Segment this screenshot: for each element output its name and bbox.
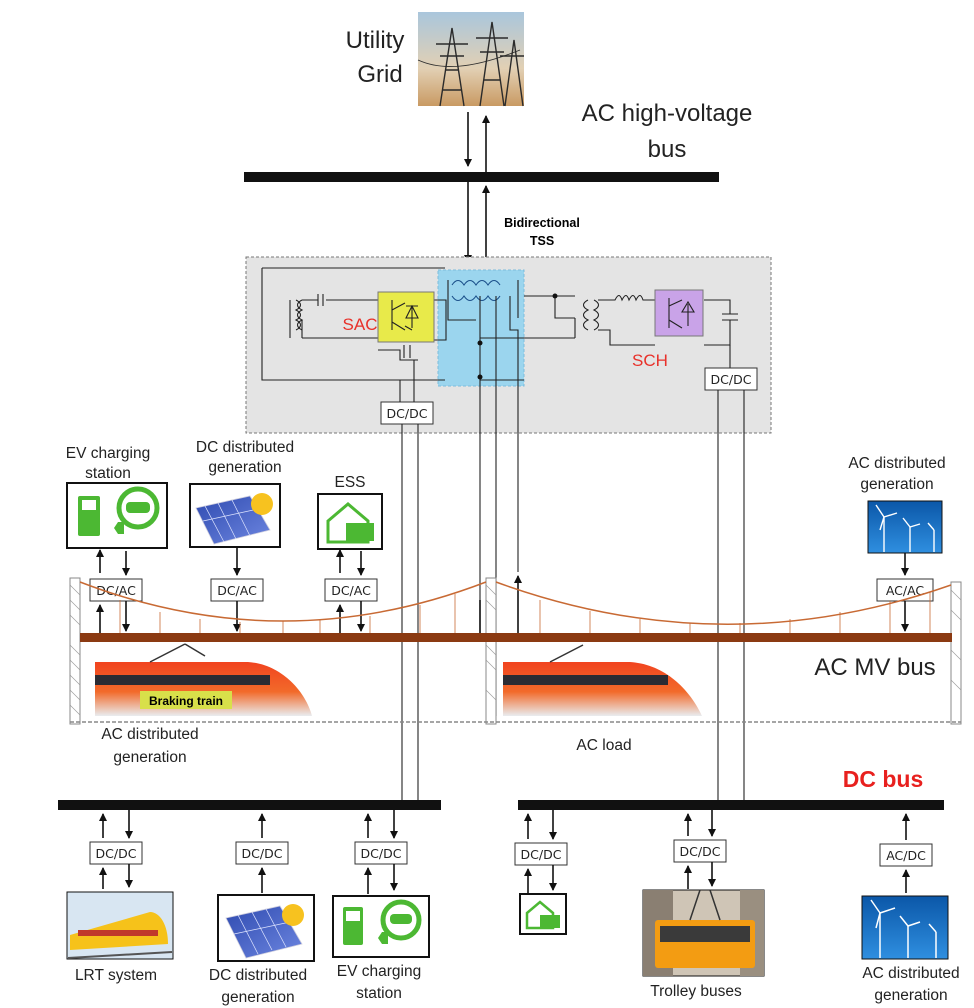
- wind-turbine-icon: [867, 500, 943, 554]
- trolley-label: Trolley buses: [650, 983, 742, 1000]
- ac-hv-bus-label-2: bus: [648, 136, 687, 163]
- ac-gen-mid-label-1: AC distributed: [101, 726, 198, 743]
- ess-battery-icon: [317, 493, 383, 550]
- sch-converter-block: [654, 289, 704, 337]
- load-train-image: [503, 644, 702, 716]
- wind-turbine-icon: [861, 895, 949, 960]
- utility-grid-label-1: Utility: [346, 27, 405, 54]
- tss-dcdc-right: [704, 367, 758, 391]
- bridge-structure: [69, 577, 962, 725]
- bottom-dcdc-trolley: [673, 839, 727, 863]
- ev-station-top-label-1: EV charging: [66, 445, 150, 462]
- ac-gen-bottom-label-1: AC distributed: [862, 965, 959, 982]
- top-dcac-ev-label: DC/AC: [96, 583, 136, 598]
- sch-switch-symbol: [668, 298, 695, 329]
- bottom-row-arrows: [99, 810, 910, 894]
- lrt-label: LRT system: [75, 967, 157, 984]
- braking-train-label: Braking train: [149, 694, 223, 708]
- ac-gen-top-label-2: generation: [860, 476, 933, 493]
- tss-dcdc-left: [380, 401, 434, 425]
- ess-top-label: ESS: [334, 474, 365, 491]
- bottom-dcdc-ev-label: DC/DC: [361, 846, 402, 861]
- bottom-dcdc-ess-label: DC/DC: [521, 847, 562, 862]
- tss-label-1: Bidirectional: [504, 216, 580, 230]
- top-dcac-solar-label: DC/AC: [217, 583, 257, 598]
- ac-gen-bottom-label-2: generation: [874, 987, 947, 1004]
- dc-bus-label: DC bus: [843, 766, 924, 792]
- top-dcac-ev: [89, 578, 143, 602]
- ev-station-bottom-label-2: station: [356, 985, 402, 1002]
- utility-grid-label-2: Grid: [357, 61, 402, 88]
- tss-label-2: TSS: [530, 234, 554, 248]
- top-acac-wind-label: AC/AC: [886, 583, 925, 598]
- ac-gen-top-label-1: AC distributed: [848, 455, 945, 472]
- dc-bus-left: [58, 800, 441, 810]
- bottom-dcdc-solar-label: DC/DC: [242, 846, 283, 861]
- utility-grid-image: [417, 12, 524, 107]
- solar-panel-icon: [189, 483, 281, 548]
- sac-label: SAC: [343, 315, 378, 334]
- bottom-dcdc-lrt-label: DC/DC: [96, 846, 137, 861]
- dc-gen-bottom-label-1: DC distributed: [209, 967, 307, 984]
- ev-station-bottom-label-1: EV charging: [337, 963, 421, 980]
- tss-circuit: [261, 267, 738, 381]
- braking-train-tag: [140, 691, 232, 709]
- trolley-bus-photo: [642, 889, 765, 977]
- top-row-arrows: [96, 547, 909, 635]
- ev-station-top-label-2: station: [85, 465, 131, 482]
- ev-charging-icon: [66, 482, 168, 549]
- bottom-acdc-wind: [879, 843, 933, 867]
- ac-hv-bus-label-1: AC high-voltage: [582, 100, 753, 127]
- solar-panel-icon: [217, 894, 315, 962]
- tss-dcdc-left-label: DC/DC: [387, 406, 428, 421]
- bottom-dcdc-ess: [514, 842, 568, 866]
- top-dcac-ess: [324, 578, 378, 602]
- dc-gen-top-label-2: generation: [208, 459, 281, 476]
- tss-transformer-highlight: [437, 269, 525, 387]
- ess-battery-icon: [519, 893, 567, 935]
- bottom-dcdc-solar: [235, 841, 289, 865]
- dc-gen-top-label-1: DC distributed: [196, 439, 294, 456]
- top-dcac-ess-label: DC/AC: [331, 583, 371, 598]
- ev-charging-icon: [332, 895, 430, 958]
- bottom-dcdc-ev: [354, 841, 408, 865]
- bottom-acdc-wind-label: AC/DC: [886, 848, 926, 863]
- bottom-dcdc-trolley-label: DC/DC: [680, 844, 721, 859]
- dc-gen-bottom-label-2: generation: [221, 989, 294, 1006]
- lrt-tram-photo: [66, 891, 174, 960]
- ac-hv-bus: [244, 172, 719, 182]
- sch-label: SCH: [632, 351, 668, 370]
- bottom-dcdc-lrt: [89, 841, 143, 865]
- ac-gen-mid-label-2: generation: [113, 749, 186, 766]
- tss-dcdc-right-label: DC/DC: [711, 372, 752, 387]
- ac-mv-bus: [80, 633, 952, 642]
- ac-load-label: AC load: [576, 737, 631, 754]
- dc-bus-right: [518, 800, 944, 810]
- sac-switch-symbol: [391, 300, 419, 331]
- ac-mv-bus-label: AC MV bus: [814, 654, 935, 681]
